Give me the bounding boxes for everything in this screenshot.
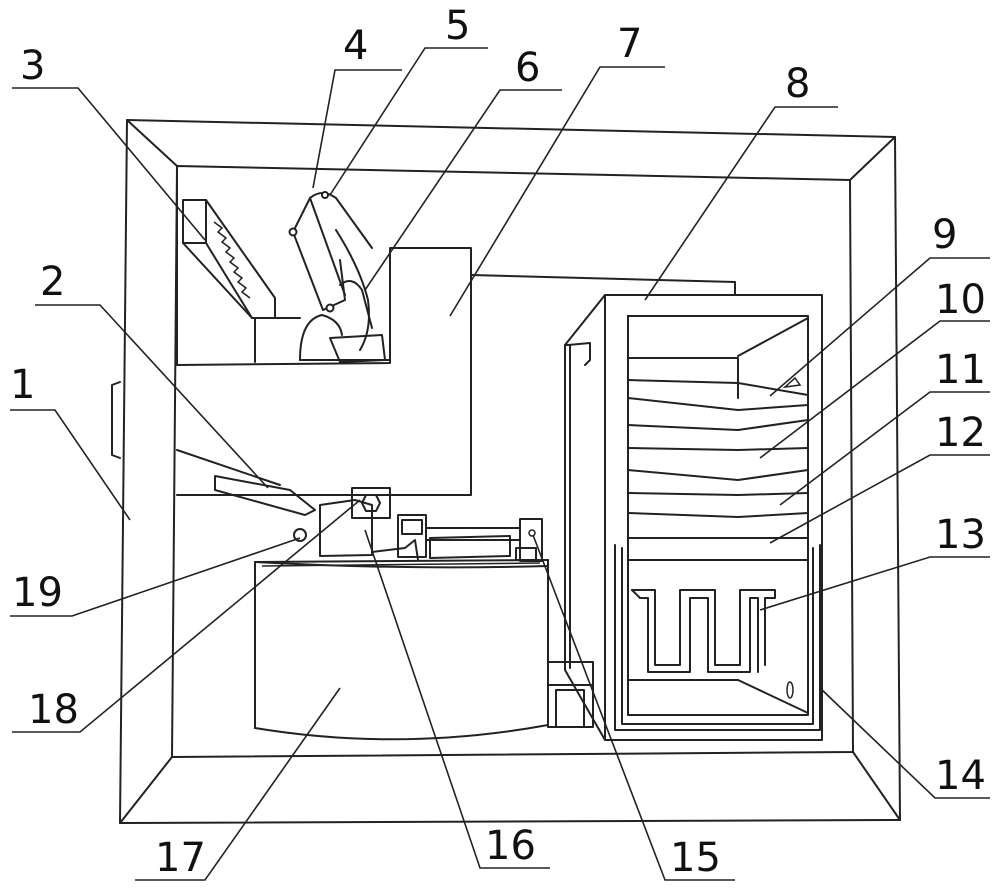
label-13: 13 bbox=[935, 512, 986, 558]
label-3: 3 bbox=[20, 43, 46, 89]
label-16: 16 bbox=[485, 823, 536, 869]
label-9: 9 bbox=[932, 212, 958, 258]
label-18: 18 bbox=[28, 687, 79, 733]
label-14: 14 bbox=[935, 753, 986, 799]
outer-housing bbox=[111, 119, 901, 824]
label-7: 7 bbox=[617, 21, 643, 67]
side-motor bbox=[547, 661, 594, 728]
upper-compartment bbox=[176, 165, 736, 366]
label-15: 15 bbox=[670, 835, 721, 881]
cylindrical-tank bbox=[254, 559, 549, 741]
drawer bbox=[614, 544, 821, 731]
motor-assembly bbox=[319, 499, 543, 562]
label-6: 6 bbox=[515, 45, 541, 91]
label-4: 4 bbox=[343, 23, 369, 69]
label-17: 17 bbox=[155, 835, 206, 881]
l-shaped-box bbox=[176, 247, 472, 496]
label-19: 19 bbox=[12, 570, 63, 616]
label-5: 5 bbox=[445, 3, 471, 49]
lamp-bar bbox=[182, 199, 276, 319]
cabinet bbox=[564, 294, 823, 741]
chute bbox=[214, 475, 316, 516]
label-11: 11 bbox=[935, 347, 986, 393]
arm-mechanism bbox=[288, 191, 391, 363]
leader-lines bbox=[10, 47, 990, 881]
label-2: 2 bbox=[40, 259, 66, 305]
sensor bbox=[293, 528, 307, 542]
label-1: 1 bbox=[10, 362, 36, 408]
label-10: 10 bbox=[935, 277, 986, 323]
label-12: 12 bbox=[935, 410, 986, 456]
label-8: 8 bbox=[785, 61, 811, 107]
